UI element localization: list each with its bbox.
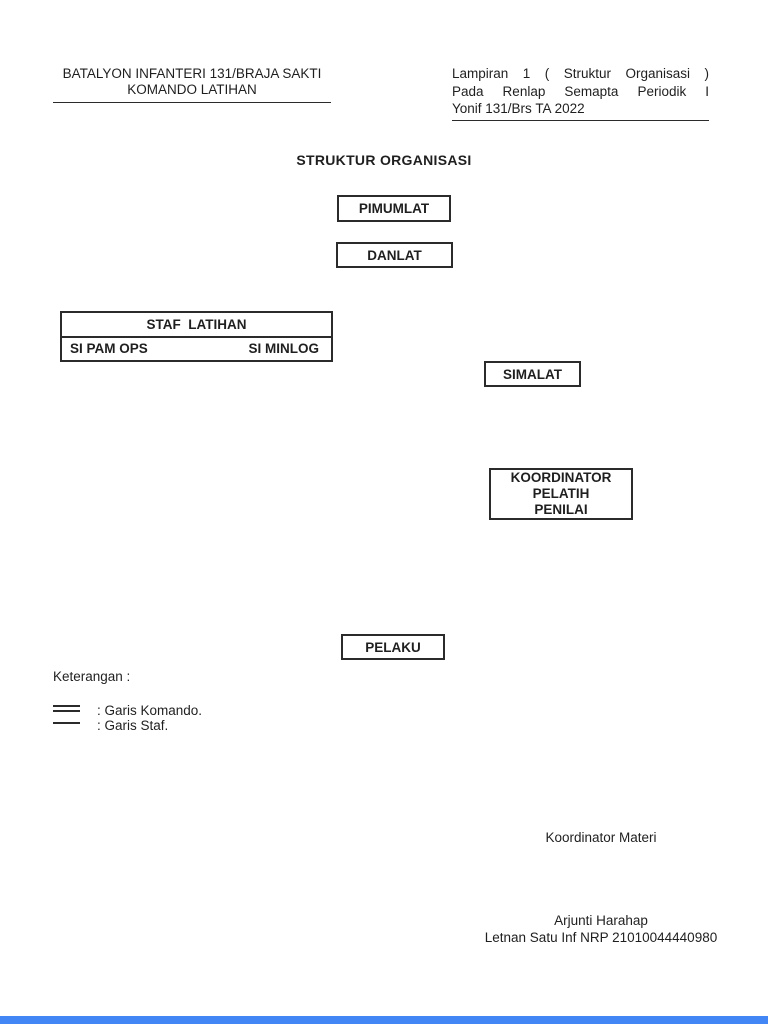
org-box-staf-latihan: STAF LATIHAN SI PAM OPS SI MINLOG <box>60 311 333 362</box>
org-box-pelaku-label: PELAKU <box>365 639 421 655</box>
legend-heading: Keterangan : <box>53 669 131 684</box>
org-box-staf-latihan-cells: SI PAM OPS SI MINLOG <box>62 338 331 361</box>
legend-label-garis-komando: : Garis Komando. <box>97 703 203 718</box>
lampiran-line-2: Pada Renlap Semapta Periodik I <box>452 83 709 99</box>
lampiran-line-1: Lampiran 1 ( Struktur Organisasi ) <box>452 66 709 81</box>
signature-name: Arjunti Harahap <box>554 913 648 928</box>
letterhead-line-2: KOMANDO LATIHAN <box>127 82 257 97</box>
legend-label-garis-staf: : Garis Staf. <box>97 718 169 733</box>
org-cell-si-minlog: SI MINLOG <box>248 341 320 357</box>
org-box-koordinator-line-2: PELATIH <box>532 486 590 501</box>
signature-rank-nrp: Letnan Satu Inf NRP 21010044440980 <box>484 930 718 945</box>
letterhead-unit: BATALYON INFANTERI 131/BRAJA SAKTI KOMAN… <box>53 66 331 103</box>
org-box-pelaku: PELAKU <box>341 634 445 660</box>
org-box-danlat-label: DANLAT <box>367 247 422 263</box>
org-box-pimumlat-label: PIMUMLAT <box>358 201 430 216</box>
lampiran-reference: Lampiran 1 ( Struktur Organisasi ) Pada … <box>452 65 709 121</box>
viewer-bottom-bar <box>0 1016 768 1024</box>
org-box-koordinator-line-3: PENILAI <box>534 502 588 517</box>
org-box-koordinator-line-1: KOORDINATOR <box>510 470 612 485</box>
double-line-symbol <box>53 705 80 712</box>
org-box-pimumlat: PIMUMLAT <box>337 195 451 222</box>
org-box-danlat: DANLAT <box>336 242 453 268</box>
org-box-koordinator-pelatih-penilai: KOORDINATOR PELATIH PENILAI <box>489 468 633 520</box>
org-box-simalat-label: SIMALAT <box>503 366 562 382</box>
letterhead-line-1: BATALYON INFANTERI 131/BRAJA SAKTI <box>62 66 322 81</box>
single-line-symbol <box>53 722 80 724</box>
page-title: STRUKTUR ORGANISASI <box>296 152 472 168</box>
org-box-staf-latihan-title: STAF LATIHAN <box>62 313 331 338</box>
org-box-simalat: SIMALAT <box>484 361 581 387</box>
org-cell-si-pam-ops: SI PAM OPS <box>70 341 148 357</box>
lampiran-line-3: Yonif 131/Brs TA 2022 <box>452 101 585 116</box>
signature-role: Koordinator Materi <box>545 830 657 845</box>
